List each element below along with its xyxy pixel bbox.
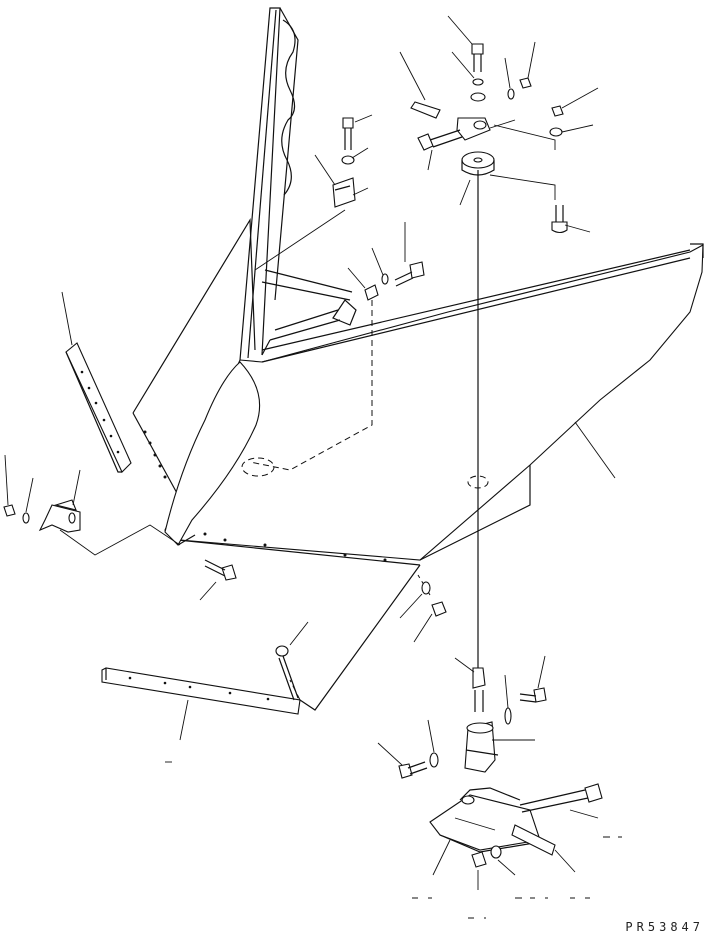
frame-bracket xyxy=(255,118,355,270)
drawing-reference-number: PR53847 xyxy=(625,920,704,934)
blade-bolt-holes xyxy=(143,430,387,562)
lower-bolt xyxy=(200,560,236,600)
lower-pivot-group xyxy=(399,668,602,867)
left-edge-strip xyxy=(62,292,131,472)
blade-frame-post xyxy=(240,8,356,360)
cutting-edge-bolt xyxy=(276,646,298,700)
mid-right-nut-group xyxy=(422,582,446,616)
callout-marks xyxy=(165,762,622,918)
leader-lines xyxy=(5,16,615,890)
top-hardware-cluster xyxy=(411,44,567,233)
center-moldboard xyxy=(165,362,260,545)
blade-body xyxy=(133,220,703,710)
mid-bolt-group xyxy=(365,262,424,300)
cutting-edge xyxy=(102,668,300,740)
left-hardware-group xyxy=(4,500,180,555)
